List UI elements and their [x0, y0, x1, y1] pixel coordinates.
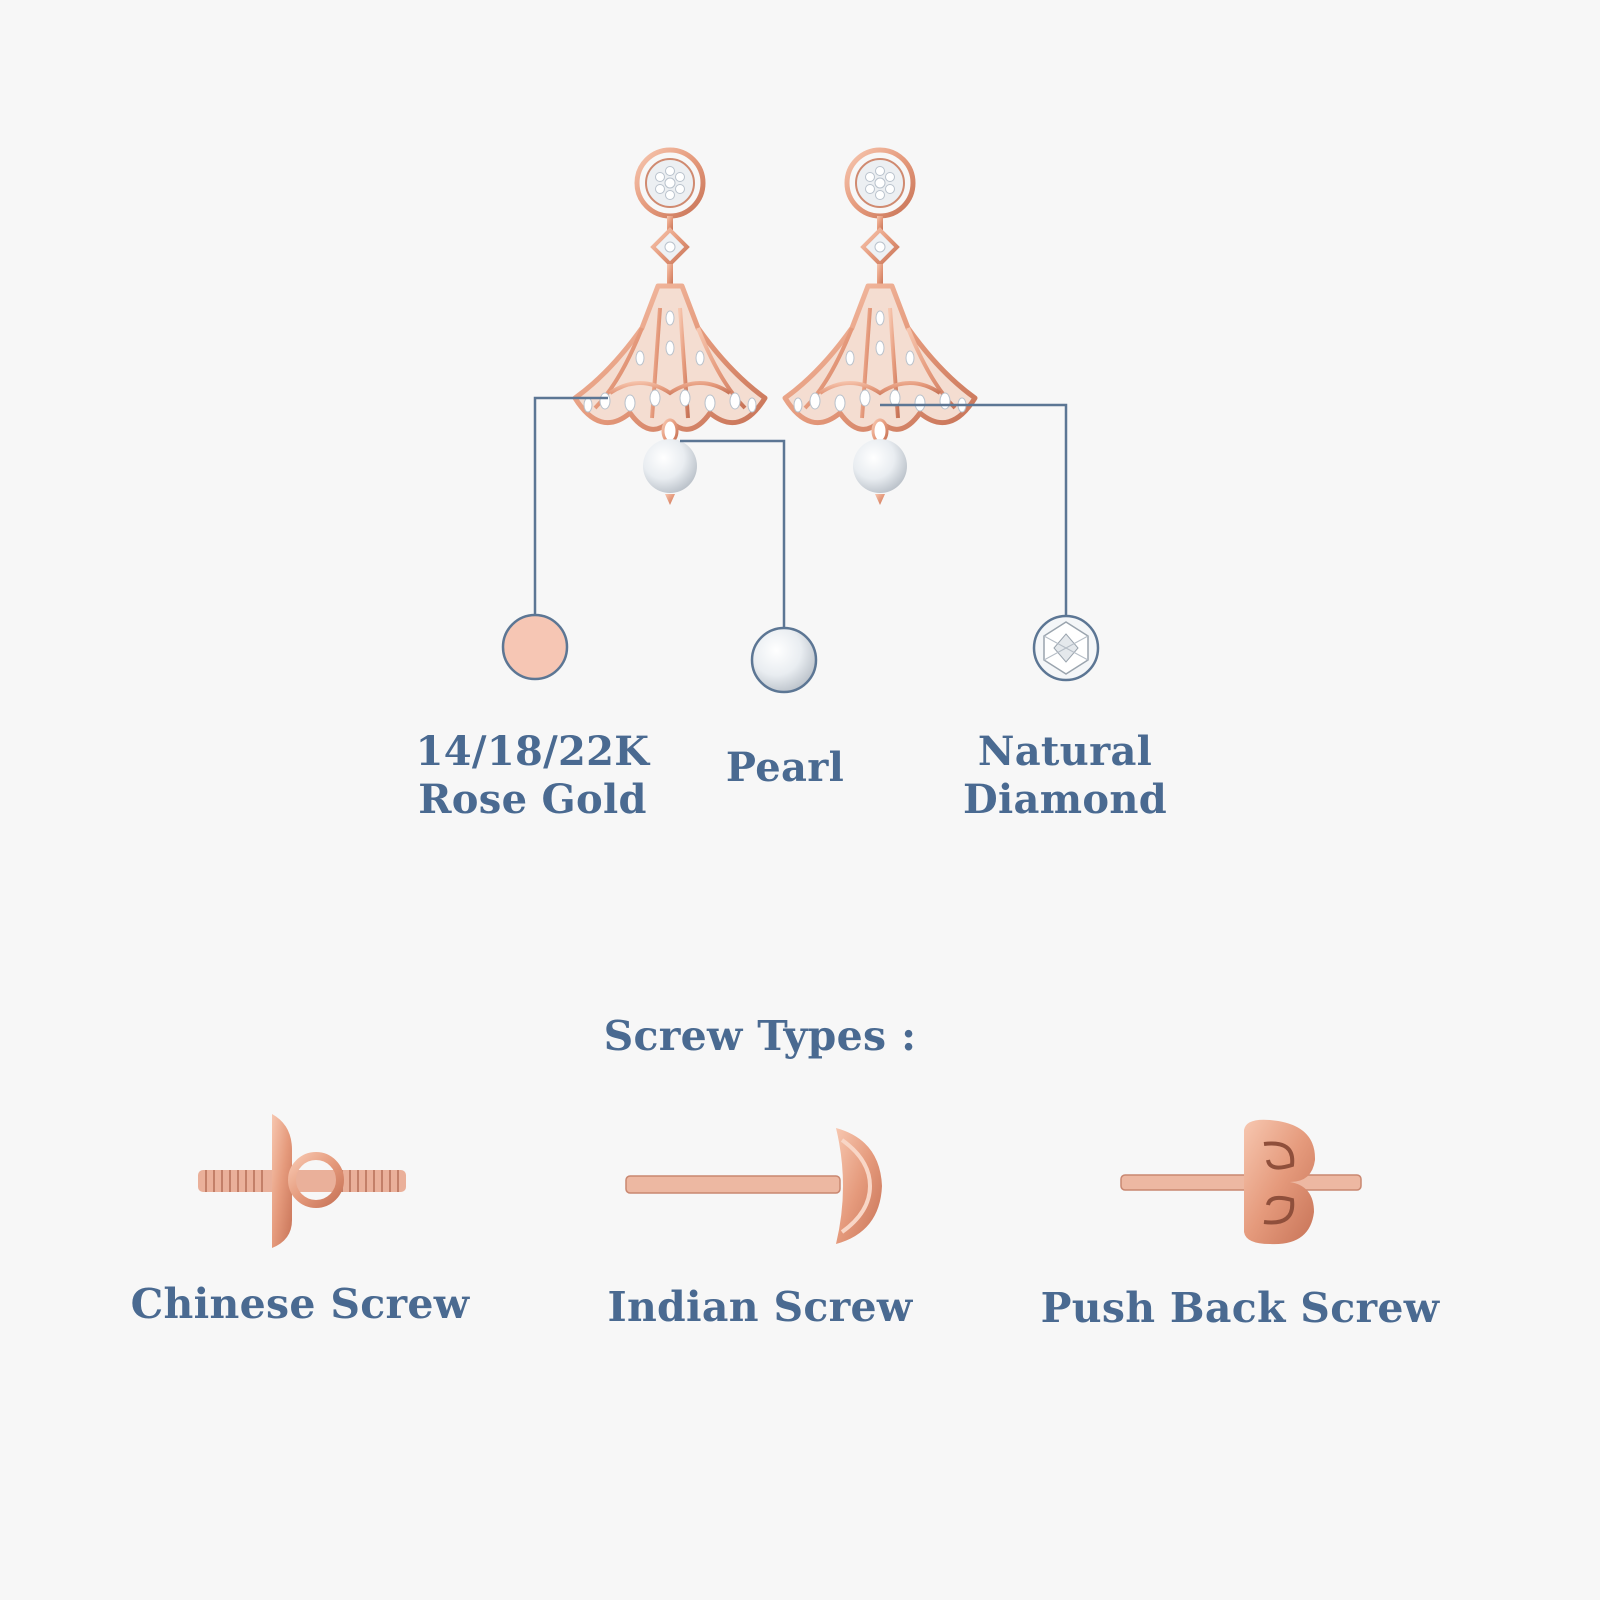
pearl-label: Pearl — [690, 744, 880, 792]
pearl-swatch — [750, 626, 818, 694]
push-back-screw-label: Push Back Screw — [1040, 1284, 1440, 1332]
diamond-label: Natural Diamond — [935, 728, 1195, 824]
chinese-screw-label: Chinese Screw — [130, 1280, 470, 1328]
chinese-screw-icon — [198, 1114, 406, 1248]
earring-right-image — [785, 150, 975, 505]
diamond-label-line1: Natural — [977, 728, 1153, 775]
rose-gold-label-line2: Rose Gold — [418, 776, 647, 823]
illustration — [198, 0, 1362, 1248]
rose-gold-label-line1: 14/18/22K — [415, 728, 650, 775]
diamond-label-line2: Diamond — [963, 776, 1167, 823]
indian-screw-label: Indian Screw — [607, 1283, 913, 1331]
pearl-label-text: Pearl — [725, 744, 845, 791]
rose-gold-swatch — [501, 613, 569, 681]
connector-lines — [533, 396, 1068, 628]
indian-screw-icon — [625, 1128, 882, 1244]
rose-gold-label: 14/18/22K Rose Gold — [380, 728, 685, 824]
earring-left-image — [575, 150, 765, 505]
screw-types-title: Screw Types : — [603, 1012, 917, 1060]
diamond-swatch — [1032, 614, 1100, 682]
push-back-screw-icon — [1120, 1119, 1362, 1245]
